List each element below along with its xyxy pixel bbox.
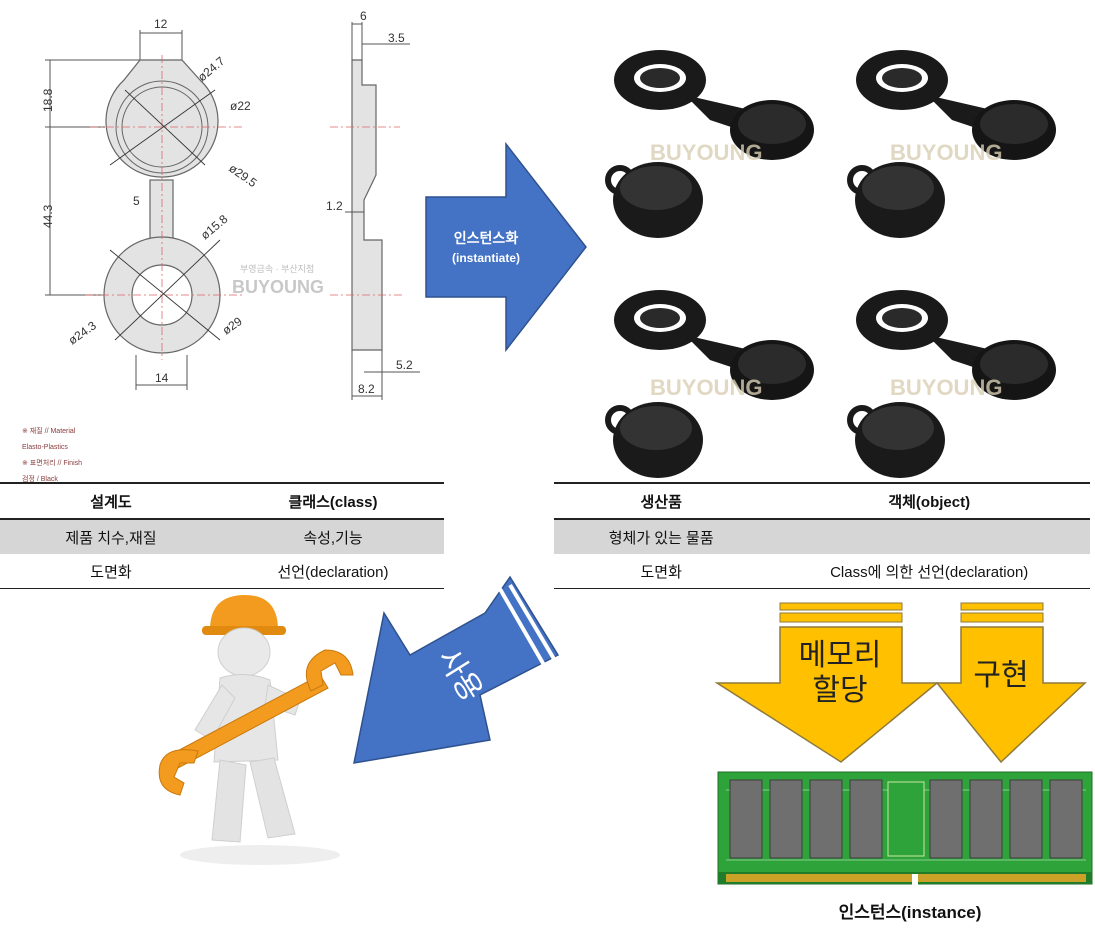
use-arrow: 사용 bbox=[353, 575, 560, 764]
class-table-cell: 제품 치수,재질 bbox=[0, 519, 222, 554]
ram-module-icon bbox=[717, 771, 1093, 886]
watermark-ko: 부영금속 · 부산지점 bbox=[240, 263, 314, 274]
watermark-en: BUYOUNG bbox=[232, 277, 324, 297]
memory-allocation-arrow: 메모리 할당 bbox=[714, 602, 940, 763]
dim-neck: 5 bbox=[133, 194, 140, 208]
dim-d-mid: ø29.5 bbox=[226, 161, 259, 190]
class-table: 설계도 클래스(class) 제품 치수,재질 속성,기능 도면화 선언(dec… bbox=[0, 482, 444, 589]
object-table-header: 객체(object) bbox=[768, 482, 1090, 520]
dim-side-thin: 1.2 bbox=[326, 199, 343, 213]
dim-h-top: 18.8 bbox=[41, 88, 55, 112]
memory-label-2: 할당 bbox=[812, 674, 867, 707]
dim-d-ring-low: ø24.3 bbox=[66, 318, 99, 347]
class-table-header: 설계도 bbox=[0, 482, 222, 520]
implementation-arrow: 구현 bbox=[935, 602, 1087, 764]
instance-caption: 인스턴스(instance) bbox=[838, 903, 982, 922]
dim-top-width: 12 bbox=[154, 17, 168, 31]
class-table-cell: 속성,기능 bbox=[222, 519, 444, 554]
wrench-icon bbox=[158, 649, 354, 796]
implementation-label: 구현 bbox=[973, 659, 1028, 692]
memory-label: 메모리 bbox=[799, 639, 882, 672]
material-line: ※ 표면처리 // Finish bbox=[22, 460, 83, 467]
object-table-header: 생산품 bbox=[554, 482, 769, 520]
class-table-cell: 선언(declaration) bbox=[222, 554, 444, 589]
object-table-cell bbox=[768, 519, 1090, 554]
material-note: ※ 재질 // Material Elasto-Plastics ※ 표면처리 … bbox=[22, 424, 82, 488]
dim-d-outer-top: ø24.7 bbox=[195, 54, 228, 85]
worker-figure bbox=[158, 595, 354, 865]
photo-watermark: BUYOUNG bbox=[890, 375, 1002, 400]
dim-side-step: 3.5 bbox=[388, 31, 405, 45]
object-table: 생산품 객체(object) 형체가 있는 물품 도면화 Class에 의한 선… bbox=[554, 482, 1090, 589]
dim-bottom-width: 14 bbox=[155, 371, 169, 385]
helmet-icon bbox=[210, 595, 278, 630]
instantiate-label: 인스턴스화 bbox=[454, 230, 519, 246]
instantiate-label-en: (instantiate) bbox=[452, 251, 520, 265]
dim-h-main: 44.3 bbox=[41, 204, 55, 228]
photo-watermark: BUYOUNG bbox=[650, 140, 762, 165]
material-line: ※ 재질 // Material bbox=[22, 428, 76, 435]
class-table-cell: 도면화 bbox=[0, 554, 222, 589]
object-table-cell: Class에 의한 선언(declaration) bbox=[768, 554, 1090, 589]
dim-d-ring-right: ø29 bbox=[220, 314, 245, 338]
technical-drawing: 12 ø24.7 ø22 ø29.5 18.8 44.3 5 ø15.8 ø24… bbox=[41, 9, 420, 400]
dim-side-top: 6 bbox=[360, 9, 367, 23]
material-line: Elasto-Plastics bbox=[22, 444, 68, 451]
dim-side-b2: 8.2 bbox=[358, 382, 375, 396]
photo-watermark: BUYOUNG bbox=[650, 375, 762, 400]
material-line: 검정 / Black bbox=[22, 476, 58, 483]
instantiate-arrow: 인스턴스화 (instantiate) bbox=[425, 142, 587, 352]
object-table-cell: 도면화 bbox=[554, 554, 769, 589]
dim-d-ring-outer: ø15.8 bbox=[198, 212, 231, 243]
class-table-header: 클래스(class) bbox=[222, 482, 444, 520]
product-photos: BUYOUNG BUYOUNG BUYOUNG BUYOUNG bbox=[570, 40, 1095, 480]
object-table-cell: 형체가 있는 물품 bbox=[554, 519, 769, 554]
dim-side-b1: 5.2 bbox=[396, 358, 413, 372]
dim-d-inner-top: ø22 bbox=[230, 99, 251, 113]
photo-watermark: BUYOUNG bbox=[890, 140, 1002, 165]
